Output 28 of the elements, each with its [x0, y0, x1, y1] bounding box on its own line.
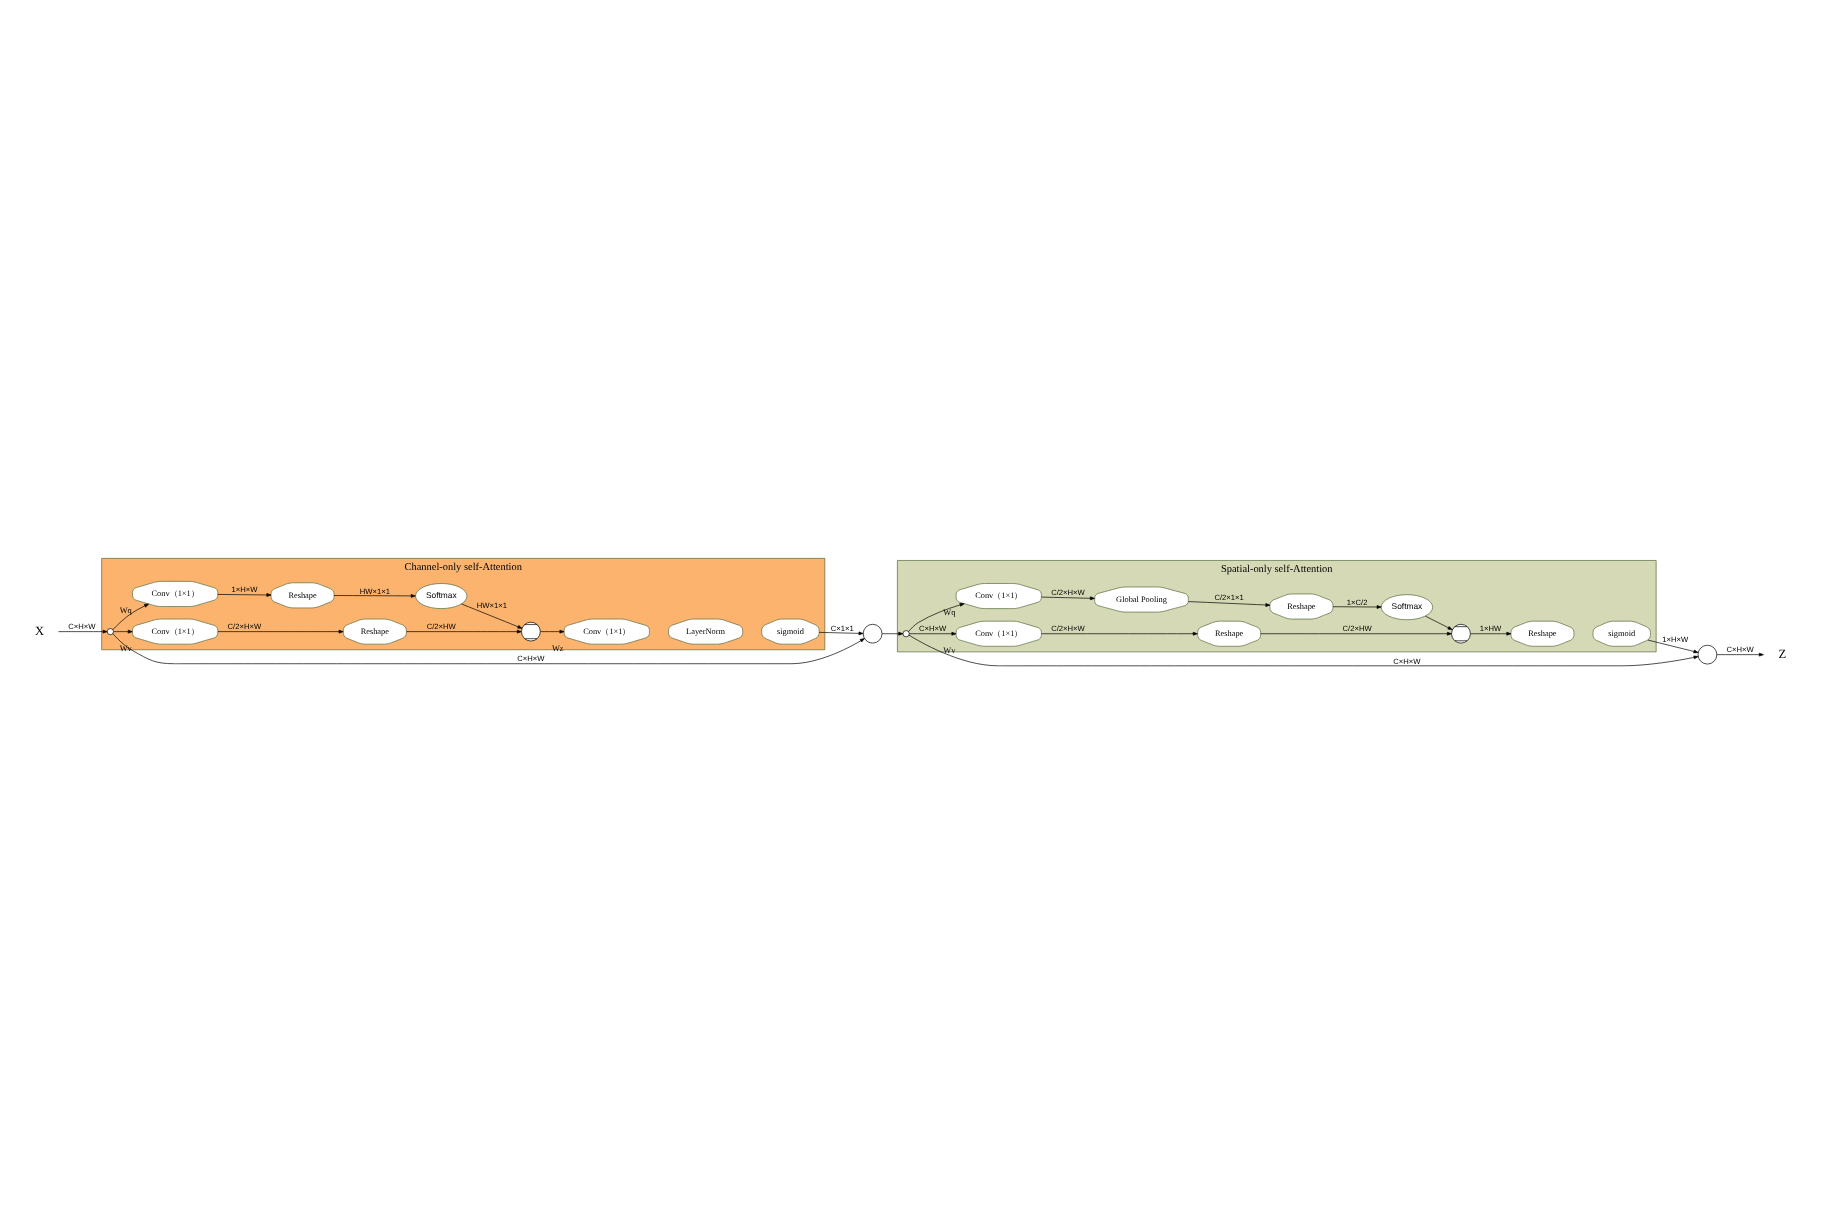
arrow: [1188, 600, 1271, 606]
arrow: [909, 630, 957, 635]
node-circle: [862, 622, 883, 643]
arrow: [540, 628, 565, 633]
arrow: [1332, 604, 1382, 608]
arrow: [217, 592, 272, 596]
arrow: [1260, 630, 1452, 635]
arrow: [1716, 651, 1764, 656]
arrow: [1041, 630, 1198, 635]
arrow: [406, 628, 522, 633]
arrow: [1041, 595, 1095, 600]
arrow: [333, 593, 416, 597]
arrow: [1647, 638, 1699, 653]
node-circle: [902, 629, 910, 637]
arrow: [112, 632, 865, 664]
arrow: [908, 602, 965, 631]
arrow: [818, 630, 864, 635]
arrow: [1425, 614, 1453, 629]
arrow: [908, 633, 1699, 666]
arrow: [112, 602, 149, 629]
arrow: [461, 602, 523, 628]
arrow: [1470, 630, 1512, 635]
arrow: [113, 628, 133, 633]
arrow: [881, 630, 904, 635]
node-circle: [1697, 643, 1718, 664]
arrow: [217, 628, 344, 633]
arrow: [58, 628, 108, 633]
node-circle: [106, 627, 114, 635]
